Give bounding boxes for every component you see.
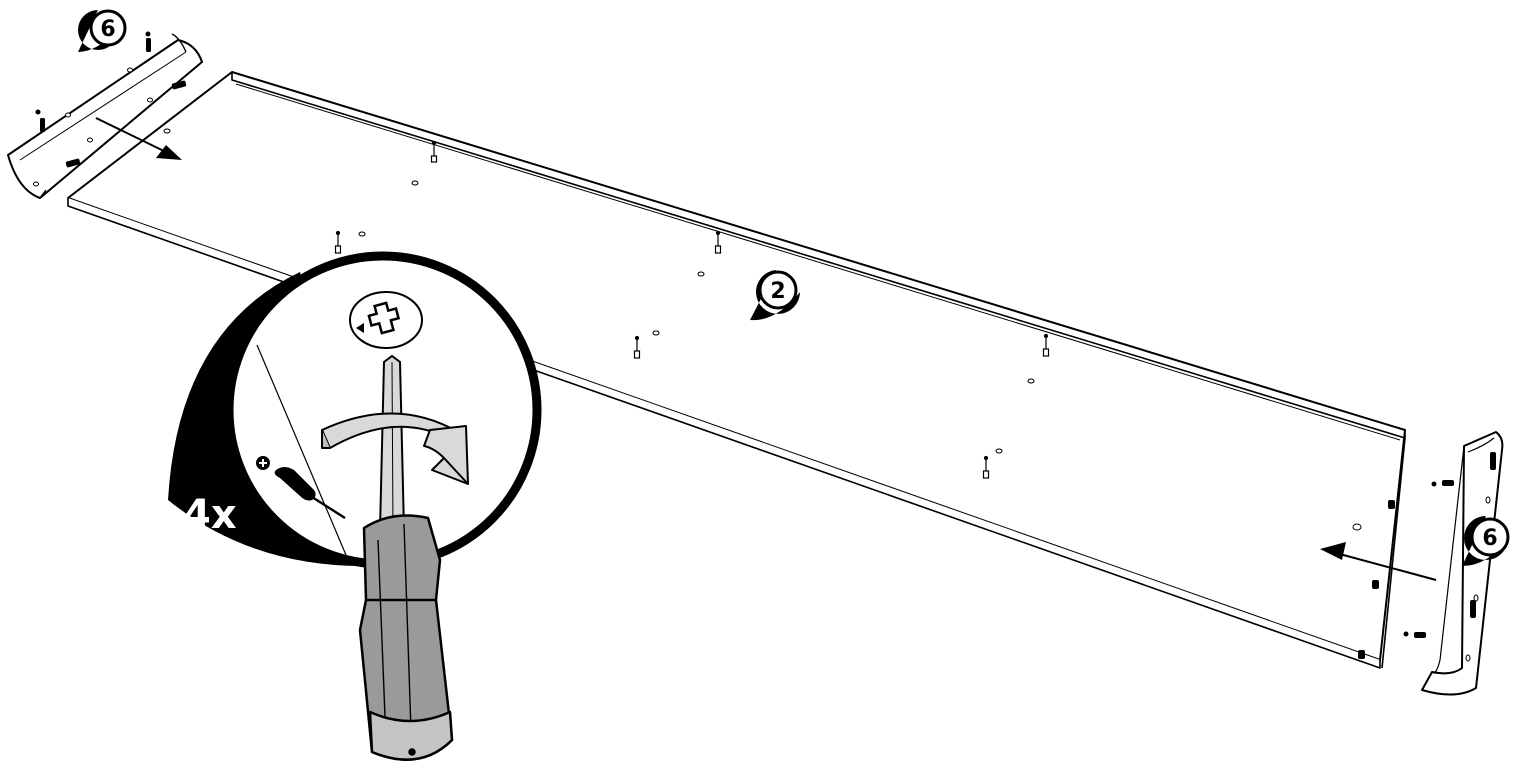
screwdriver-shaft	[378, 354, 406, 531]
cam-bolt	[633, 335, 641, 359]
quantity-label: 4x	[183, 492, 237, 538]
svg-text:6: 6	[100, 17, 115, 42]
panel-edge-line	[256, 344, 347, 556]
cam-bolt	[982, 455, 990, 479]
cam-bolt	[714, 230, 722, 254]
cam-bolt	[430, 140, 438, 163]
screwdriver-handle	[358, 514, 454, 761]
phillips-screw-icon	[349, 291, 423, 349]
part-label-panel: 2	[750, 270, 800, 321]
right-end-piece	[1403, 431, 1504, 696]
clockwise-arrow-icon	[321, 412, 469, 485]
cam-bolt	[334, 230, 342, 254]
insert-arrow-left	[95, 117, 182, 160]
panel-edge-dowels	[1358, 500, 1395, 659]
phillips-screwdriver-icon	[256, 456, 346, 520]
svg-text:2: 2	[770, 279, 785, 304]
detail-callout: 4x	[168, 251, 542, 569]
svg-text:6: 6	[1482, 526, 1497, 551]
left-end-piece	[7, 31, 203, 199]
cam-bolts	[334, 140, 1050, 479]
part-label-right: 6	[1462, 516, 1510, 566]
cam-bolt	[1042, 333, 1050, 357]
part-label-left: 6	[78, 9, 127, 52]
insert-arrow-right	[1320, 542, 1437, 581]
